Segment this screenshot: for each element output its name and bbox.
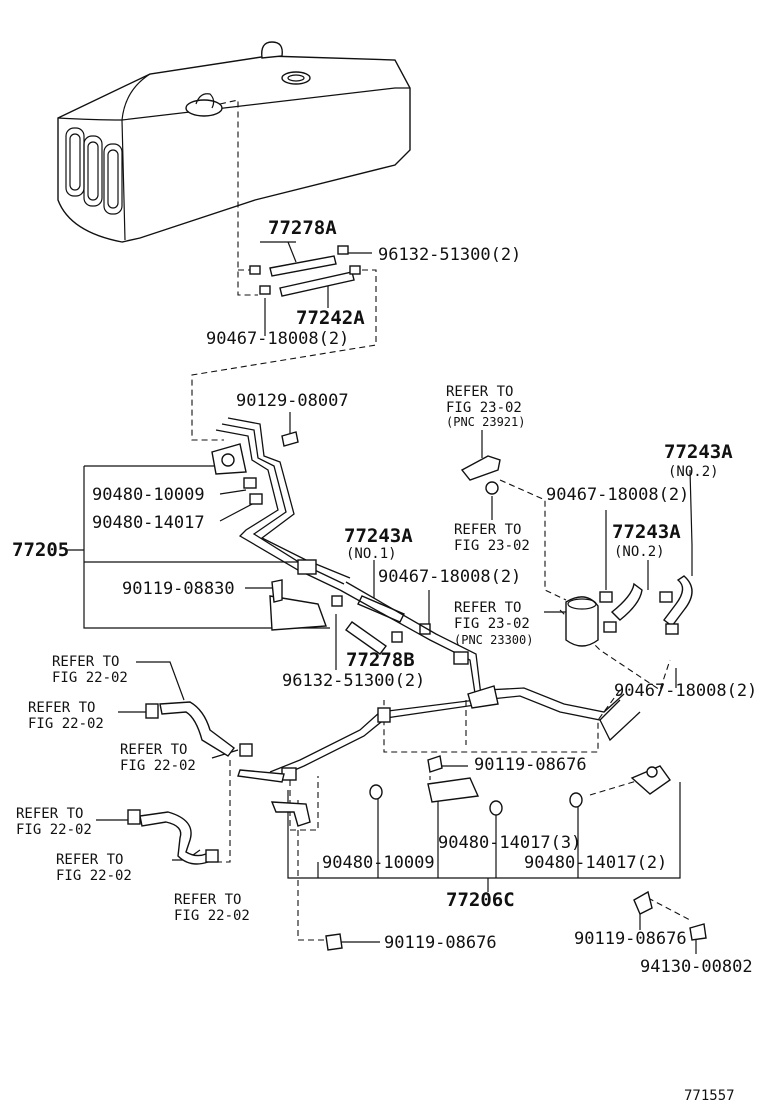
- refer-7-line2: FIG 22-02: [16, 822, 92, 838]
- label-90467-18008-right-bot: 90467-18008(2): [614, 681, 757, 701]
- refer-1-line1: REFER TO: [446, 384, 513, 400]
- refer-5-line2: FIG 22-02: [28, 716, 104, 732]
- label-90119-08676-c: 90119-08676: [574, 929, 687, 949]
- refer-4-line2: FIG 22-02: [52, 670, 128, 686]
- refer-7-line1: REFER TO: [16, 806, 83, 822]
- label-90480-14017-3: 90480-14017(3): [438, 833, 581, 853]
- refer-6-line1: REFER TO: [120, 742, 187, 758]
- label-90467-18008-top: 90467-18008(2): [206, 329, 349, 349]
- refer-labels: REFER TO FIG 23-02 (PNC 23921) REFER TO …: [16, 384, 533, 924]
- refer-6-line2: FIG 22-02: [120, 758, 196, 774]
- fuel-pipe-assembly-77205: [211, 417, 351, 631]
- label-77243A-no2-b: 77243A: [612, 521, 681, 543]
- label-90480-10009-b: 90480-10009: [322, 853, 435, 873]
- label-90119-08676-a: 90119-08676: [474, 755, 587, 775]
- figure-id: 771557: [684, 1088, 735, 1104]
- label-90480-10009-a: 90480-10009: [92, 485, 205, 505]
- label-90480-14017-a: 90480-14017: [92, 513, 205, 533]
- refer-3-line2: FIG 23-02: [454, 616, 530, 632]
- label-90119-08830: 90119-08830: [122, 579, 235, 599]
- refer-9-line1: REFER TO: [174, 892, 241, 908]
- leader-lines: [66, 99, 697, 954]
- label-90467-18008-right-top: 90467-18008(2): [546, 485, 689, 505]
- fuel-tank: [57, 41, 411, 243]
- label-77278A: 77278A: [268, 217, 337, 239]
- refer-8-line1: REFER TO: [56, 852, 123, 868]
- refer-3-line3: (PNC 23300): [454, 633, 533, 647]
- label-90129-08007: 90129-08007: [236, 391, 349, 411]
- label-77206C: 77206C: [446, 889, 515, 911]
- refer-9-line2: FIG 22-02: [174, 908, 250, 924]
- label-77243A-no2-a: 77243A: [664, 441, 733, 463]
- lower-brackets: [270, 755, 707, 951]
- refer-8-line2: FIG 22-02: [56, 868, 132, 884]
- label-96132-51300-top: 96132-51300(2): [378, 245, 521, 265]
- filter-area: [460, 455, 693, 742]
- refer-2-line2: FIG 23-02: [454, 538, 530, 554]
- part-labels: 77278A 96132-51300(2) 77242A 90467-18008…: [12, 217, 757, 1104]
- label-94130-00802: 94130-00802: [640, 957, 753, 977]
- refer-2-line1: REFER TO: [454, 522, 521, 538]
- label-77278B: 77278B: [346, 649, 415, 671]
- refer-1-line2: FIG 23-02: [446, 400, 522, 416]
- refer-4-line1: REFER TO: [52, 654, 119, 670]
- label-90480-14017-2: 90480-14017(2): [524, 853, 667, 873]
- label-77243A-no1-sub: (NO.1): [346, 546, 397, 562]
- label-77205: 77205: [12, 539, 69, 561]
- label-96132-51300-bot: 96132-51300(2): [282, 671, 425, 691]
- refer-1-line3: (PNC 23921): [446, 415, 525, 429]
- label-90467-18008-mid: 90467-18008(2): [378, 567, 521, 587]
- hoses-center: [269, 581, 483, 781]
- label-90119-08676-b: 90119-08676: [384, 933, 497, 953]
- refer-5-line1: REFER TO: [28, 700, 95, 716]
- refer-3-line1: REFER TO: [454, 600, 521, 616]
- label-77243A-no2-b-sub: (NO.2): [614, 544, 665, 560]
- hoses-lower-left: [127, 701, 285, 865]
- label-77243A-no2-a-sub: (NO.2): [668, 464, 719, 480]
- hoses-upper: [249, 245, 361, 297]
- label-77242A: 77242A: [296, 307, 365, 329]
- label-77243A-no1: 77243A: [344, 525, 413, 547]
